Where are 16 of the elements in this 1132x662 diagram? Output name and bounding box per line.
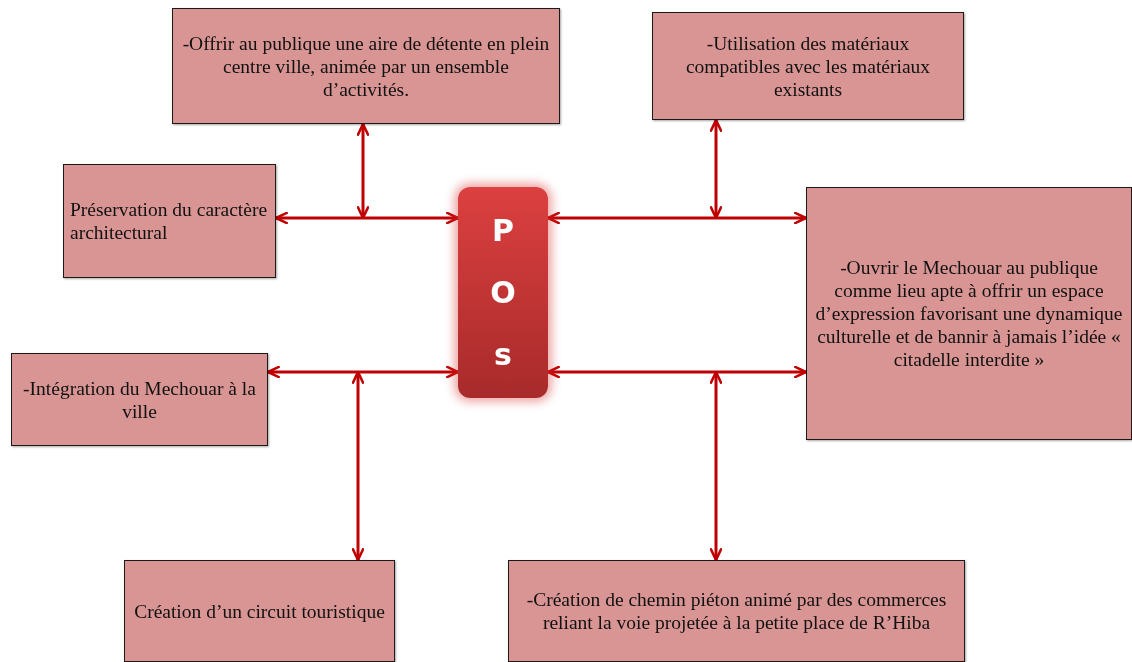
text-box: -Ouvrir le Mechouar au publique comme lieu apte à offrir un espace d’expression favorisant une dynamique culturelle et de bannir à jamais l’idée « citadelle interdite » (806, 187, 1132, 440)
text-box: -Utilisation des matériaux compatibles avec les matériaux existants (652, 12, 964, 120)
central-box: P O s (458, 187, 548, 398)
double-arrow (546, 365, 808, 379)
text-box: -Intégration du Mechouar à la ville (11, 353, 268, 446)
double-arrow (356, 122, 370, 220)
text-box: -Offrir au publique une aire de détente en plein centre ville, animée par un ensemble d’activités. (172, 8, 560, 124)
double-arrow (546, 211, 808, 225)
double-arrow (709, 118, 723, 220)
double-arrow (351, 370, 365, 562)
text-box: Préservation du caractère architectural (63, 164, 276, 278)
double-arrow (709, 370, 723, 562)
text-box: Création d’un circuit touristique (124, 560, 395, 662)
text-box: -Création de chemin piéton animé par des commerces reliant la voie projetée à la petite place de R’Hiba (508, 560, 965, 662)
double-arrow (266, 365, 460, 379)
double-arrow (274, 211, 460, 225)
